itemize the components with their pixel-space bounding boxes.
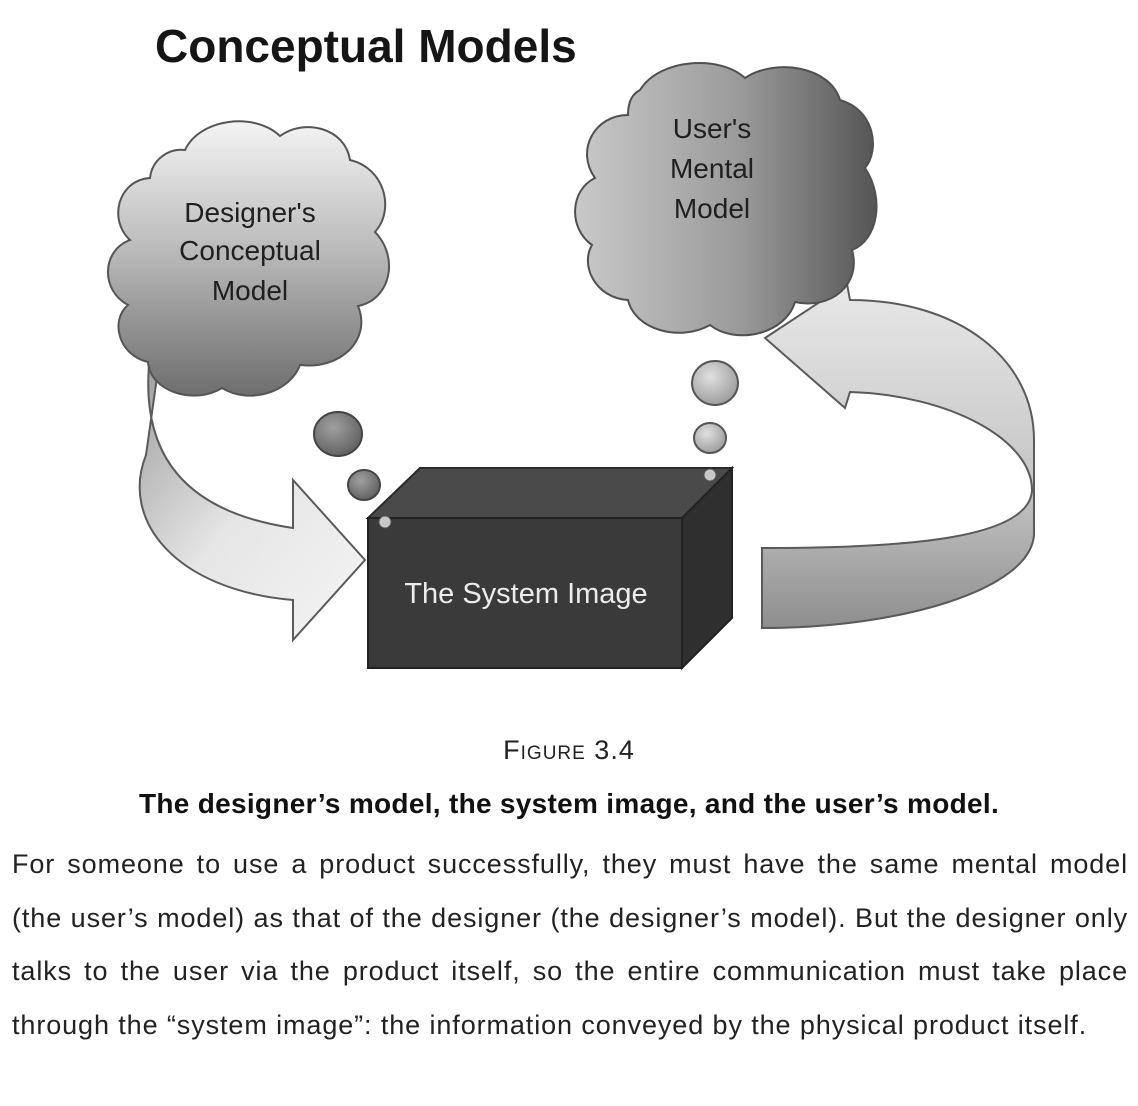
arrow-system-to-user bbox=[761, 282, 1035, 630]
conceptual-models-diagram: Conceptual Models Designer's Conceptual … bbox=[107, 20, 1035, 671]
system-box-front bbox=[367, 517, 683, 669]
figure-title: The designer’s model, the system image, … bbox=[138, 788, 1000, 819]
figure-caption-body: For someone to use a product successfull… bbox=[12, 849, 1128, 1040]
system-box-top bbox=[365, 467, 735, 519]
system-image-box: The System Image bbox=[365, 465, 735, 671]
user-cloud-label-line1: User's bbox=[673, 113, 751, 144]
diagram-title: Conceptual Models bbox=[155, 20, 577, 72]
designer-thought-bubble-large bbox=[313, 411, 363, 457]
system-box-dot-right bbox=[703, 468, 717, 482]
designer-thought-bubble-small bbox=[347, 469, 381, 501]
user-cloud-label-line2: Mental bbox=[670, 153, 754, 184]
designer-cloud: Designer's Conceptual Model bbox=[107, 120, 391, 397]
user-thought-bubble-large bbox=[691, 360, 739, 406]
designer-cloud-label-line1: Designer's bbox=[184, 197, 315, 228]
user-cloud-label-line3: Model bbox=[674, 193, 750, 224]
user-cloud: User's Mental Model bbox=[574, 62, 878, 337]
arrow-designer-to-system bbox=[138, 351, 367, 643]
designer-cloud-label-line2: Conceptual bbox=[179, 235, 321, 266]
designer-cloud-label-line3: Model bbox=[212, 275, 288, 306]
system-box-dot-left bbox=[378, 515, 392, 529]
figure-number: Figure 3.4 bbox=[503, 735, 635, 765]
system-image-label: The System Image bbox=[404, 578, 647, 610]
user-thought-bubble-small bbox=[693, 422, 727, 454]
